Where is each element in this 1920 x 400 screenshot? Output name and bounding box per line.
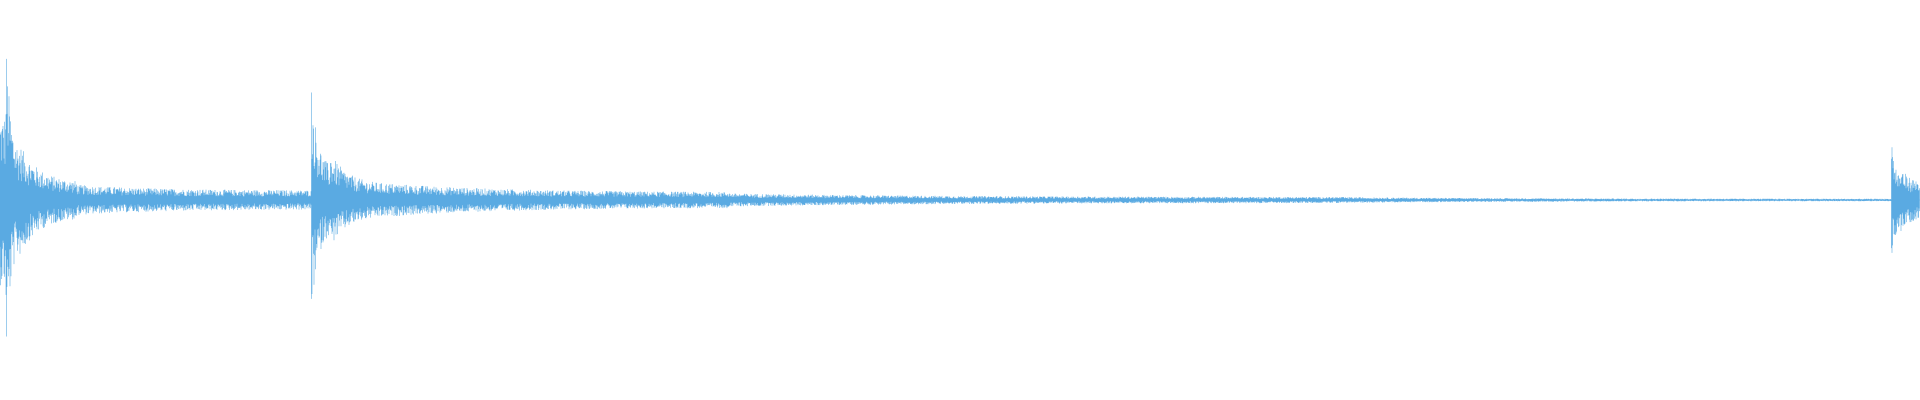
waveform-path bbox=[0, 58, 1920, 337]
waveform-peaks bbox=[0, 58, 1920, 337]
